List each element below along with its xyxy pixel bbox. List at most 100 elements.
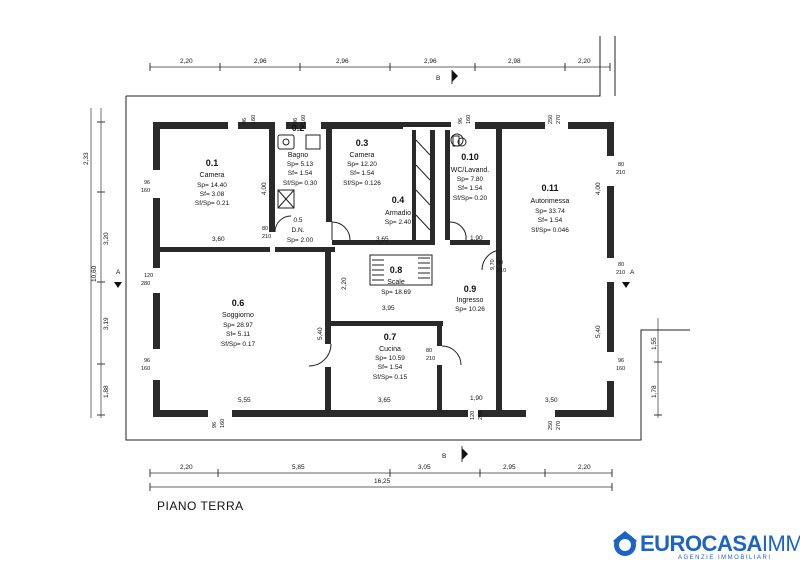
op-96-right: 96 <box>618 358 624 364</box>
op-270-top: 270 <box>556 115 562 124</box>
walls <box>153 122 614 417</box>
site-boundary <box>125 36 690 441</box>
room-id: 0.9 <box>464 284 477 294</box>
bottom-dim-4: 2,95 <box>503 464 516 471</box>
bottom-dimension-line: 2,20 5,85 3,05 2,95 2,20 16,25 <box>149 464 613 491</box>
left-total: 10,60 <box>91 265 98 282</box>
op-120-bot: 120 <box>470 411 476 420</box>
section-a-left-label: A <box>116 269 121 276</box>
bottom-dim-3: 3,05 <box>418 464 431 471</box>
room-id: 0.8 <box>390 265 403 275</box>
room-0-5: 0.5 D.N. Sp= 2.00 <box>287 217 314 244</box>
room-ratio: Sf/Sp= 0.046 <box>531 227 569 234</box>
op-210-a: 210 <box>262 234 271 240</box>
op-80-c: 80 <box>497 260 503 266</box>
room-sp: Sp= 2.40 <box>385 219 412 226</box>
dim-190b: 1,90 <box>470 395 483 402</box>
op-80-right1: 80 <box>618 162 624 168</box>
left-dim-1: 2,33 <box>83 152 90 165</box>
room-ratio: Sf/Sp= 0.30 <box>283 180 318 187</box>
op-96-left1: 96 <box>144 180 150 186</box>
room-name: Autorimessa <box>531 198 570 205</box>
op-120-left: 120 <box>144 273 153 279</box>
room-0-3: 0.3 Camera Sp= 12.20 Sf= 1.54 Sf/Sp= 0.1… <box>343 138 381 187</box>
bottom-dim-5: 2,20 <box>578 464 591 471</box>
room-sp: Sp= 28.97 <box>223 322 253 329</box>
op-250-top: 250 <box>548 115 554 124</box>
room-sf: Sf= 5.11 <box>226 331 250 338</box>
dim-400a: 4,00 <box>261 182 268 195</box>
dim-365b: 3,65 <box>378 397 391 404</box>
op-210-c: 210 <box>497 268 506 274</box>
left-dim-3: 3,19 <box>103 317 110 330</box>
staircase <box>372 257 430 281</box>
room-sp: Sp= 5.13 <box>287 161 314 168</box>
dim-400b: 4,00 <box>595 182 602 195</box>
dim-350: 3,50 <box>545 397 558 404</box>
room-name: Camera <box>200 172 225 179</box>
room-sp: Sp= 2.00 <box>287 237 314 244</box>
room-0-1: 0.1 Camera Sp= 14.40 Sf= 3.08 Sf/Sp= 0.2… <box>195 158 230 207</box>
room-0-11: 0.11 Autorimessa Sp= 33.74 Sf= 1.54 Sf/S… <box>531 183 570 234</box>
op-96-top3: 96 <box>458 118 464 124</box>
op-210-b: 210 <box>426 356 435 362</box>
room-ratio: Sf/Sp= 0.17 <box>221 341 256 348</box>
section-a-right: A <box>622 269 635 288</box>
eurocasa-logo-icon <box>613 531 637 556</box>
dim-970: 9,70 <box>490 259 496 270</box>
bottom-dim-2: 5,85 <box>292 464 305 471</box>
room-sp: Sp= 10.59 <box>375 355 405 362</box>
op-270-bot: 270 <box>556 421 562 430</box>
top-dim-3: 2,96 <box>336 58 349 65</box>
op-210-right1: 210 <box>616 170 625 176</box>
room-sp: Sp= 12.20 <box>347 161 377 168</box>
room-sf: Sf= 1.54 <box>538 217 563 224</box>
room-id: 0.2 <box>292 123 305 133</box>
room-id: 0.11 <box>541 183 558 193</box>
brand-tagline: AGENZIE IMMOBILIARI <box>678 555 772 561</box>
room-name: D.N. <box>292 227 305 234</box>
dim-360: 3,60 <box>212 236 225 243</box>
wardrobe-doors <box>415 139 431 231</box>
room-name: Armadio <box>385 210 411 217</box>
section-b-bottom: B <box>442 446 468 462</box>
left-dimension-line: 2,33 3,20 3,19 1,88 10,60 <box>83 108 110 418</box>
room-0-6: 0.6 Soggiorno Sp= 28.97 Sf= 5.11 Sf/Sp= … <box>221 298 256 348</box>
room-0-4: 0.4 Armadio Sp= 2.40 <box>385 195 412 226</box>
room-0-10: 0.10 WC/Lavand. Sp= 7.80 Sf= 1.54 Sf/Sp=… <box>451 152 490 202</box>
room-ratio: Sf/Sp= 0.21 <box>195 200 230 207</box>
top-dim-1: 2,20 <box>180 58 193 65</box>
section-b-top: B <box>436 70 458 84</box>
inner-dimensions: 3,60 3,65 1,90 2,20 3,95 5,40 5,40 5,55 … <box>212 182 602 404</box>
op-160-left2: 160 <box>141 366 150 372</box>
room-name: Cucina <box>379 346 401 353</box>
bottom-dim-1: 2,20 <box>180 464 193 471</box>
room-sp: Sp= 10.26 <box>455 306 485 313</box>
room-0-2: 0.2 Bagno Sp= 5.13 Sf= 1.54 Sf/Sp= 0.30 <box>283 123 318 187</box>
section-a-left: A <box>114 269 122 288</box>
room-id: 0.3 <box>356 138 369 148</box>
north-mark <box>450 133 464 147</box>
dim-220: 2,20 <box>341 277 348 290</box>
room-sp: Sp= 33.74 <box>535 208 565 215</box>
room-ratio: Sf/Sp= 0.126 <box>343 180 381 187</box>
op-96-left2: 96 <box>144 358 150 364</box>
op-280-left: 280 <box>141 281 150 287</box>
room-sp: Sp= 14.40 <box>197 182 227 189</box>
room-0-8: 0.8 Scale Sp= 18.69 <box>381 265 411 296</box>
room-id: 0.10 <box>461 152 479 162</box>
dim-395: 3,95 <box>382 305 395 312</box>
right-dimension-line: 1,55 1,78 <box>651 318 662 418</box>
op-96-bot1: 96 <box>212 422 218 428</box>
room-name: Scale <box>387 279 405 286</box>
left-dim-4: 1,88 <box>103 385 110 398</box>
op-160-left1: 160 <box>141 188 150 194</box>
room-id: 0.6 <box>232 298 245 308</box>
bathroom-fixtures <box>277 134 467 209</box>
op-96-top1: 96 <box>242 118 248 124</box>
section-a-right-label: A <box>630 269 635 276</box>
room-id: 0.5 <box>293 217 302 224</box>
section-b-top-label: B <box>436 75 440 82</box>
op-160-top1: 160 <box>251 115 257 124</box>
top-dim-6: 2,20 <box>578 58 591 65</box>
